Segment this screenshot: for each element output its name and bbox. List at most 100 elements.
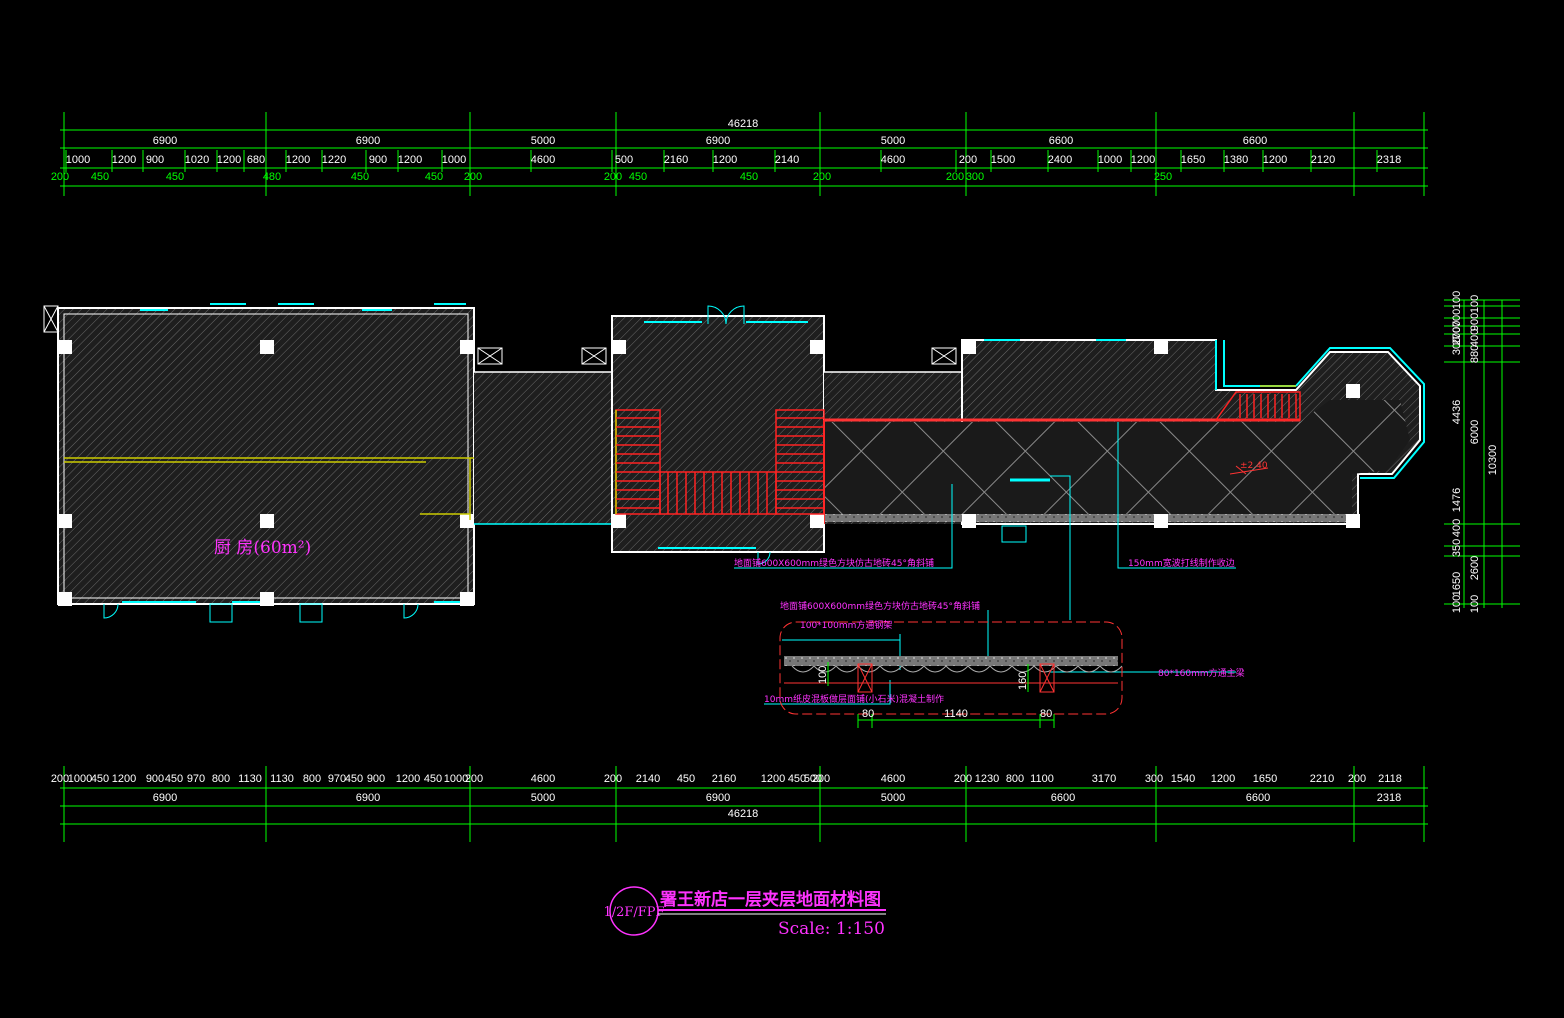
top-dim-detail: 2140 [775,154,799,166]
floor-tile-annotation: 地面铺600X600mm绿色方块仿古地砖45°角斜铺 [734,557,934,569]
bottom-dim-detail: 200 [954,773,972,785]
bottom-dim-detail: 2118 [1378,773,1402,785]
floor-plan: ±2.40 厨 房(60m²) [43,303,1425,623]
bottom-dim-detail: 1130 [270,773,294,785]
top-dim-segment: 6900 [706,135,730,147]
top-dim-detail: 1020 [185,154,209,166]
right-dim: 300 [1451,337,1463,355]
bottom-dim-segment: 6900 [153,792,177,804]
bottom-dim-detail: 800 [212,773,230,785]
bottom-dim-detail: 450 [788,773,806,785]
top-dimension-chain [60,112,1428,196]
top-dim-detail: 1200 [1263,154,1287,166]
floor-section-detail: 80 1140 80 100 160 地面铺600X600mm绿色方块仿古地砖4… [764,600,1245,728]
bottom-dim-detail: 450 [424,773,442,785]
title-badge: 1/2F/FPF [603,905,664,920]
bottom-dim-detail: 1230 [975,773,999,785]
bottom-dim-detail: 4600 [531,773,555,785]
top-dim-detail: 500 [615,154,633,166]
top-dim-offset: 250 [1154,171,1172,183]
right-dim: 400 [1451,519,1463,537]
bottom-dimension-chain [60,766,1428,842]
right-dim: 350 [1451,539,1463,557]
bottom-dim-segment: 5000 [881,792,905,804]
top-dim-offset: 200 [604,171,622,183]
top-dim-offset: 200 [813,171,831,183]
top-dim-segment: 6600 [1243,135,1267,147]
bottom-dim-detail: 450 [165,773,183,785]
bottom-dim-detail: 200 [604,773,622,785]
elevation-text: ±2.40 [1240,461,1268,471]
bottom-dim-detail: 200 [1348,773,1366,785]
bottom-dim-detail: 2210 [1310,773,1334,785]
bottom-dim-segment: 5000 [531,792,555,804]
bottom-dim-detail: 500 [804,773,822,785]
top-dim-segment: 6900 [153,135,177,147]
section-dim-c: 80 [1040,708,1052,720]
steel-tube-annotation: 100*100mm方通钢架 [800,619,892,631]
edge-trim-annotation: 150mm宽波打线制作收边 [1128,557,1235,569]
bottom-dim-segment: 6600 [1246,792,1270,804]
bottom-dim-detail: 200 [465,773,483,785]
top-dim-segment: 5000 [531,135,555,147]
top-dim-detail: 2160 [664,154,688,166]
top-dim-detail: 1000 [442,154,466,166]
top-dim-detail: 4600 [531,154,555,166]
cement-board-annotation: 10mm纸皮混板做层面铺(小石米)混凝土制作 [764,693,944,705]
leader-lines [734,422,1236,705]
top-dim-detail: 1380 [1224,154,1248,166]
bottom-dim-segment: 6900 [706,792,730,804]
middle-block-floor [611,315,825,553]
top-dim-detail: 1000 [1098,154,1122,166]
top-dim-offset: 450 [629,171,647,183]
top-dim-detail: 2400 [1048,154,1072,166]
right-dim-total: 10300 [1487,445,1499,476]
top-dim-offset: 450 [351,171,369,183]
bottom-dim-detail: 800 [303,773,321,785]
top-dim-offset: 450 [91,171,109,183]
bottom-dim-segment: 2318 [1377,792,1401,804]
top-dim-offset: 450 [425,171,443,183]
connector-left-floor [474,372,612,524]
top-dim-detail: 1200 [286,154,310,166]
top-dim-offset: 200 [946,171,964,183]
right-dim: 1650 [1451,572,1463,596]
section-dim-a: 80 [862,708,874,720]
right-dimension-chain [1444,299,1520,608]
top-dim-detail: 1200 [398,154,422,166]
bottom-dim-detail: 1100 [1030,773,1054,785]
top-dim-offset: 480 [263,171,281,183]
section-tile-annotation: 地面铺600X600mm绿色方块仿古地砖45°角斜铺 [780,600,980,612]
elevation-mark: ±2.40 [1229,461,1269,475]
tiled-floor-area [824,400,1410,518]
bottom-dim-detail: 800 [1006,773,1024,785]
right-dim: 700 [1451,309,1463,327]
right-dim: 4436 [1451,400,1463,424]
bottom-dim-detail: 200 [812,773,830,785]
top-dim-detail: 1220 [322,154,346,166]
top-dim-segment: 5000 [881,135,905,147]
bottom-dim-detail: 1000 [68,773,92,785]
top-overall-dim: 46218 [728,118,759,130]
bottom-dim-detail: 1130 [238,773,262,785]
bottom-dim-segment: 6600 [1051,792,1075,804]
right-dim: 100 [1451,291,1463,309]
bottom-dim-detail: 900 [367,773,385,785]
drawing-title: 署王新店一层夹层地面材料图 [659,889,881,910]
bottom-overall-dim: 46218 [728,808,759,820]
bottom-dim-detail: 200 [51,773,69,785]
bottom-dim-detail: 970 [187,773,205,785]
top-dim-offset: 200 [464,171,482,183]
title-block: 1/2F/FPF 署王新店一层夹层地面材料图 Scale: 1:150 [603,886,886,939]
top-dim-detail: 680 [247,154,265,166]
top-dim-detail: 1200 [713,154,737,166]
bottom-dim-detail: 4600 [881,773,905,785]
bottom-dim-detail: 450 [677,773,695,785]
